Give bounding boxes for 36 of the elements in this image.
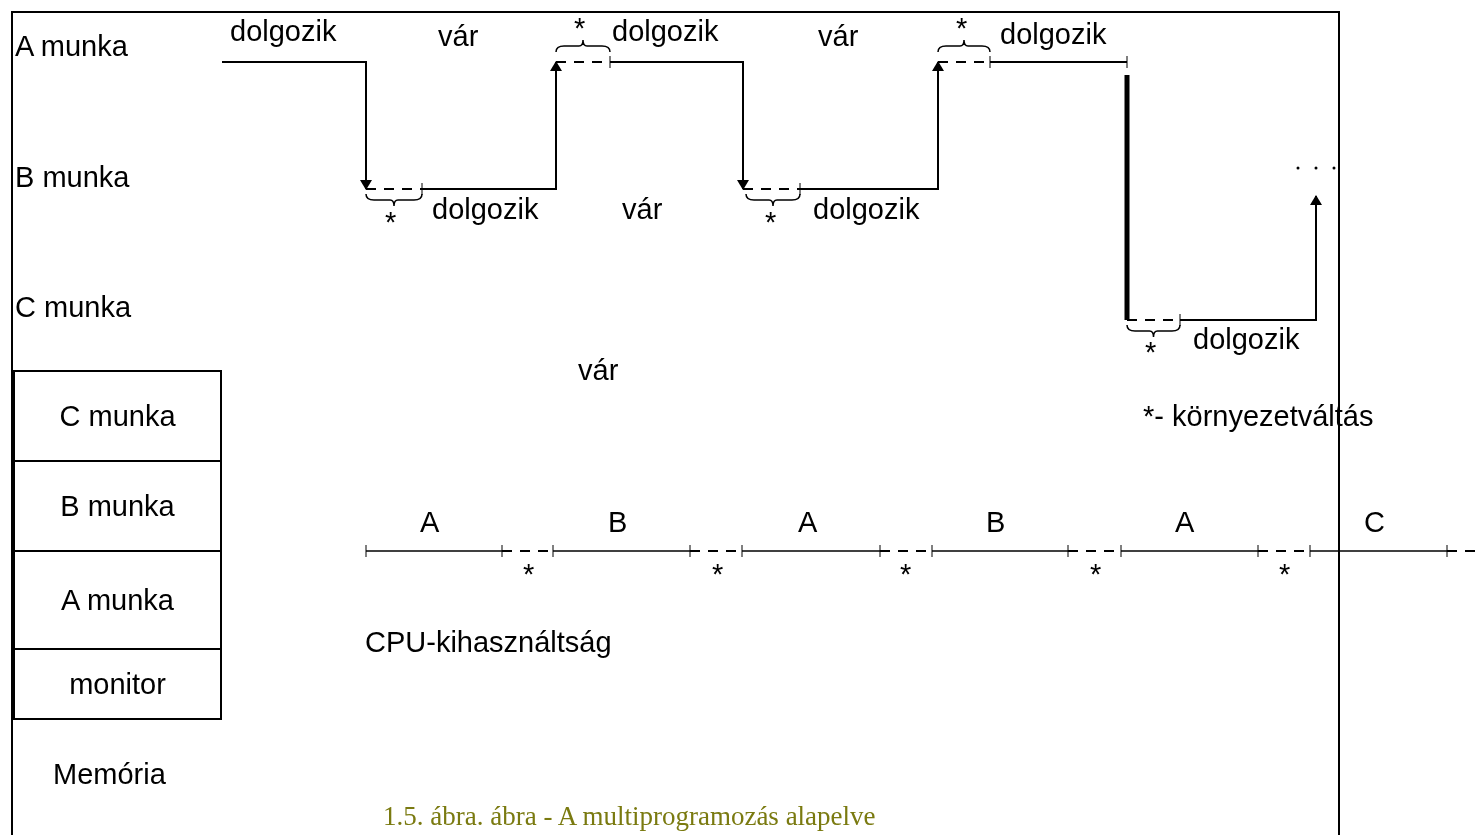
switch-mark: * — [385, 208, 397, 237]
axis-title: CPU-kihasználtság — [365, 628, 612, 657]
row-label: A munka — [15, 32, 128, 61]
memory-block: A munka — [13, 550, 222, 650]
state-label: dolgozik — [432, 195, 539, 224]
switch-mark: * — [523, 560, 535, 589]
figure-caption: 1.5. ábra. ábra - A multiprogramozás alapelve — [383, 803, 876, 830]
state-label: dolgozik — [1193, 325, 1300, 354]
row-label: B munka — [15, 163, 130, 192]
cpu-slot-label: A — [420, 508, 440, 537]
state-label: vár — [578, 356, 619, 385]
state-label: vár — [622, 195, 663, 224]
cpu-slot-label: C — [1364, 508, 1385, 537]
state-label: dolgozik — [813, 195, 920, 224]
switch-mark: * — [1279, 560, 1291, 589]
switch-mark: * — [712, 560, 724, 589]
memory-block: B munka — [13, 460, 222, 552]
cpu-slot-label: B — [986, 508, 1006, 537]
cpu-slot-label: A — [798, 508, 818, 537]
switch-mark: * — [1145, 338, 1157, 367]
state-label: dolgozik — [612, 17, 719, 46]
switch-mark: * — [956, 14, 968, 43]
switch-mark: * — [574, 14, 586, 43]
switch-mark: * — [900, 560, 912, 589]
memory-block: C munka — [13, 370, 222, 462]
switch-mark: * — [765, 208, 777, 237]
state-label: vár — [438, 22, 479, 51]
memory-block: monitor — [13, 648, 222, 720]
cpu-slot-label: B — [608, 508, 628, 537]
state-label: dolgozik — [1000, 20, 1107, 49]
row-label: C munka — [15, 293, 132, 322]
cpu-slot-label: A — [1175, 508, 1195, 537]
state-label: vár — [818, 22, 859, 51]
state-label: dolgozik — [230, 17, 337, 46]
memory-title: Memória — [53, 760, 166, 789]
switch-mark: * — [1090, 560, 1102, 589]
